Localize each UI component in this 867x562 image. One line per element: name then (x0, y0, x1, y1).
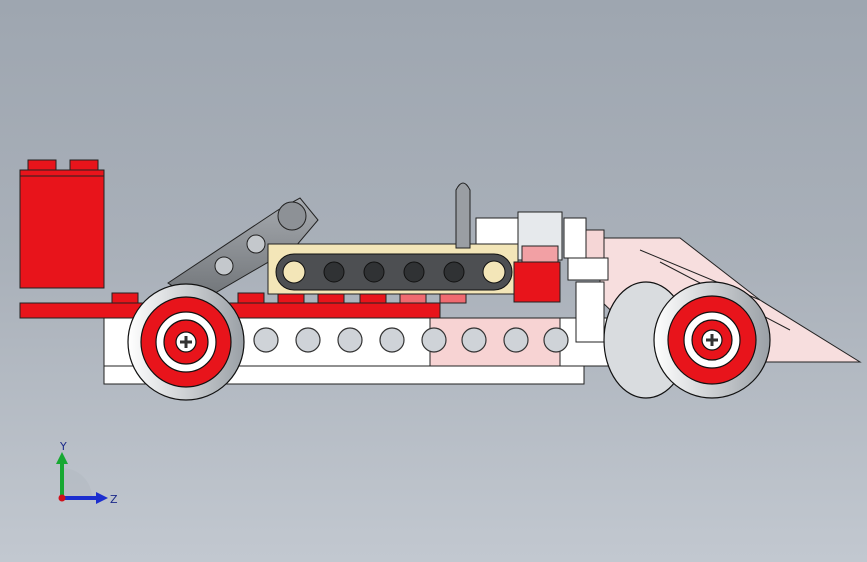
z-axis-label: Z (110, 493, 118, 506)
x-axis-dot (58, 494, 66, 502)
roll-hoop (455, 182, 471, 249)
z-axis-arrowhead (96, 492, 108, 504)
triad-quadrant (62, 468, 92, 498)
dark-gray-beam (275, 253, 513, 291)
coordinate-triad: Y Z (56, 440, 118, 506)
red-base-plate (19, 292, 467, 319)
y-axis-label: Y (59, 440, 67, 453)
rear-wing-block (19, 159, 105, 289)
engine-gear-cluster (475, 211, 609, 343)
y-axis-arrowhead (56, 452, 68, 464)
chassis-holes (253, 327, 569, 353)
rear-wheel (127, 283, 245, 401)
front-wheel (603, 281, 771, 399)
